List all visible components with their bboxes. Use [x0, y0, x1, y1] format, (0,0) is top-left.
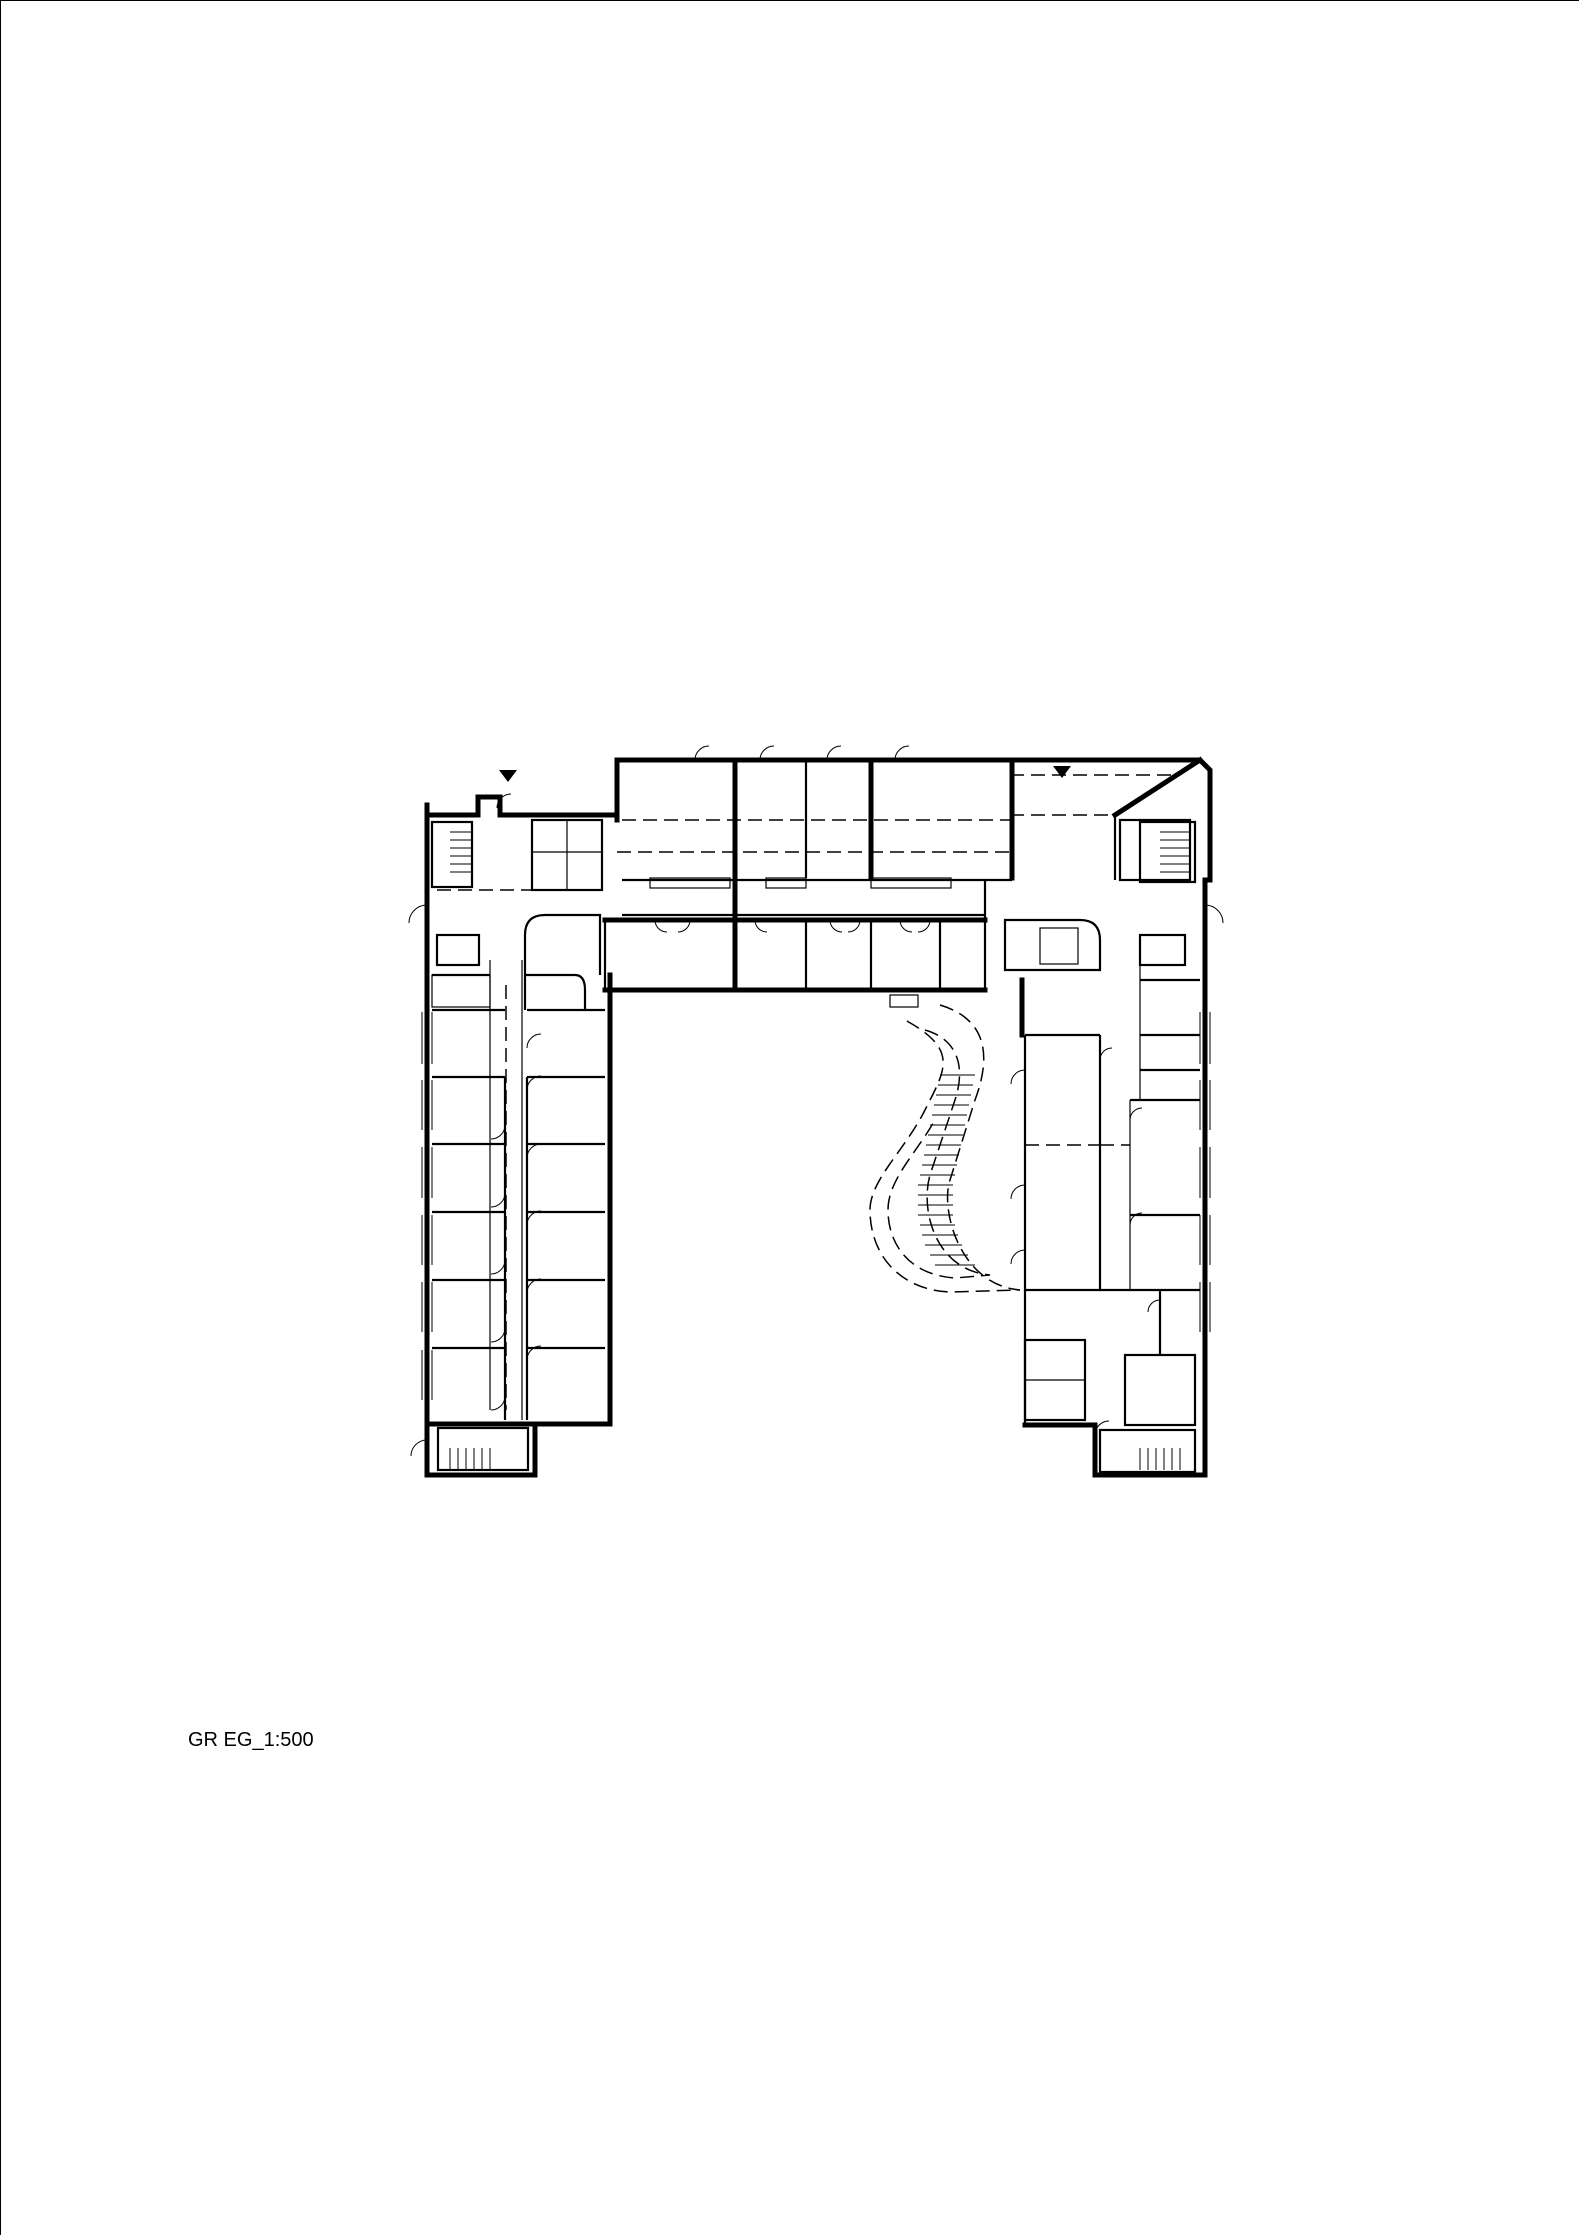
west-wing	[408, 794, 620, 1478]
east-stair-bottom-treads	[1139, 1448, 1181, 1470]
west-stair-bottom-treads	[449, 1448, 491, 1470]
west-stair-top-treads	[450, 831, 472, 873]
east-wing	[1003, 820, 1224, 1478]
drawing-scale-label: GR EG_1:500	[188, 1729, 314, 1751]
east-stair-top-treads	[1160, 831, 1190, 873]
entrance-arrow-east	[1053, 766, 1071, 778]
west-facade-windows	[421, 1012, 433, 1400]
entrance-arrow-west	[499, 770, 517, 782]
north-wing	[496, 745, 1213, 993]
courtyard-amphitheatre	[869, 994, 1021, 1293]
north-west-connector	[437, 889, 602, 1010]
amphitheatre-steps	[918, 1074, 975, 1266]
